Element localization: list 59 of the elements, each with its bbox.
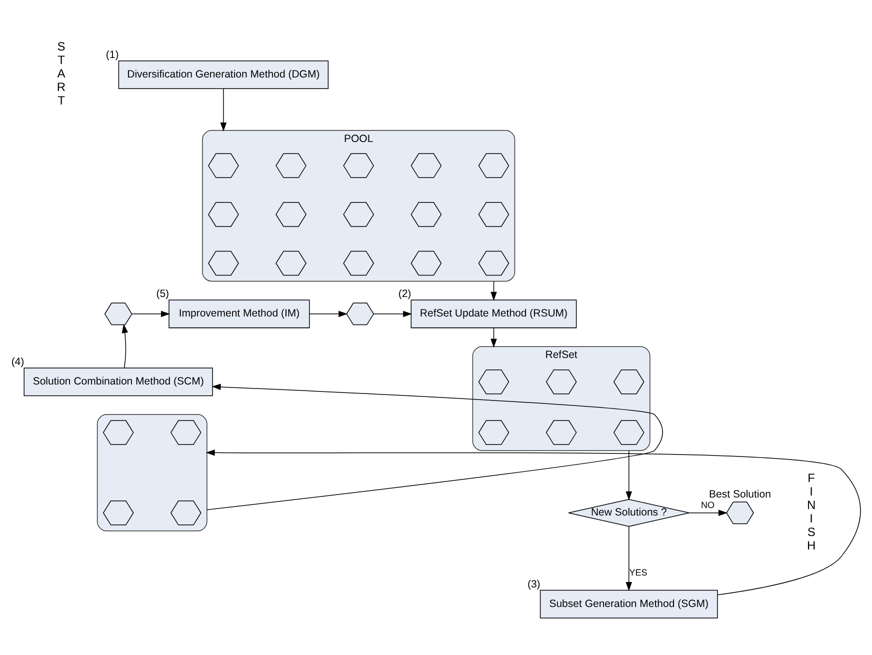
node-hexagon xyxy=(208,152,239,178)
node-box: RefSet Update Method (RSUM) xyxy=(410,299,577,328)
node-box: Diversification Generation Method (DGM) xyxy=(118,60,329,89)
cluster xyxy=(96,414,208,531)
node-hexagon xyxy=(170,500,202,525)
arrow xyxy=(626,450,632,500)
node-hexagon xyxy=(546,368,577,394)
node-hexagon xyxy=(726,501,754,524)
arrow xyxy=(220,88,227,131)
node-hexagon xyxy=(410,250,442,276)
label: FINISH xyxy=(806,470,816,552)
cluster: POOL xyxy=(202,129,516,282)
node-hexagon xyxy=(478,420,510,444)
node-hexagon xyxy=(276,202,306,226)
node-hexagon xyxy=(102,500,134,525)
node-hexagon xyxy=(478,250,510,276)
node-label: (5) xyxy=(156,288,170,300)
node-hexagon xyxy=(208,202,239,226)
node-hexagon xyxy=(343,250,374,276)
arrow xyxy=(122,323,128,368)
node-label: (3) xyxy=(527,578,540,590)
node-hexagon xyxy=(102,420,134,444)
arrow xyxy=(490,327,497,348)
arrow xyxy=(206,449,861,595)
node-hexagon xyxy=(410,202,442,226)
label: START xyxy=(56,39,66,108)
node-hexagon xyxy=(170,420,202,444)
node-box: Improvement Method (IM) xyxy=(168,299,310,328)
arrow xyxy=(309,310,348,317)
node-hexagon xyxy=(343,202,374,226)
node-label: (2) xyxy=(398,288,412,300)
arrow xyxy=(490,280,497,300)
node-hexagon xyxy=(104,302,132,325)
node-hexagon xyxy=(546,420,577,444)
arrow xyxy=(206,383,663,510)
node-hexagon xyxy=(410,152,442,178)
node-label: (1) xyxy=(106,48,119,61)
node-hexagon xyxy=(276,250,306,276)
node-box: Solution Combination Method (SCM) xyxy=(24,367,213,396)
edge-label: YES xyxy=(629,567,648,578)
node-box: Subset Generation Method (SGM) xyxy=(540,589,718,618)
node-hexagon xyxy=(613,368,644,394)
node-hexagon xyxy=(478,202,510,226)
node-hexagon xyxy=(478,152,510,178)
node-diamond: New Solutions ? xyxy=(568,498,690,526)
node-hexagon xyxy=(613,420,644,444)
arrow xyxy=(373,310,412,317)
node-label: (4) xyxy=(11,356,24,368)
cluster: RefSet xyxy=(472,346,650,450)
edge-label: NO xyxy=(701,500,715,510)
arrow xyxy=(132,310,170,317)
node-hexagon xyxy=(276,152,306,178)
node-hexagon xyxy=(478,368,510,394)
arrow xyxy=(626,526,632,591)
node-hexagon xyxy=(346,302,374,325)
node-hexagon xyxy=(208,250,239,276)
arrow xyxy=(688,509,728,516)
node-hexagon xyxy=(343,152,374,178)
node-label: Best Solution xyxy=(709,488,771,500)
